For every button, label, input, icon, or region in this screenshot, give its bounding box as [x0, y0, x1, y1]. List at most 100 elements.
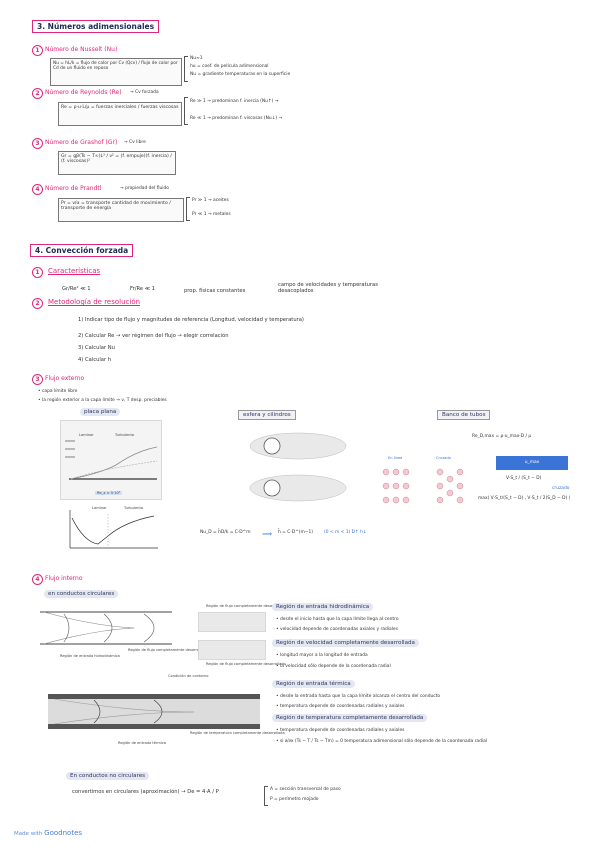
plot-laminar-label: Laminar [92, 506, 107, 510]
pipe-thermal-figure [34, 688, 266, 738]
nusselt-title: Número de Nusselt (Nu) [45, 46, 118, 53]
prandtl-formula: Pr = ν/α = transporte cantidad de movimi… [58, 198, 184, 222]
tdev-note-2: • si ∂/∂x (Ts − T / Ts − Tm) = 0 tempera… [276, 739, 488, 744]
thermal-note-1: • desde la entrada hasta que la capa lím… [276, 694, 441, 699]
cruzado-label: cruzado [552, 486, 570, 491]
reynolds-note-2: Re ≪ 1 → predominan f. viscosas (Nu↓) → [190, 116, 283, 121]
made-with-label: Made with [14, 831, 43, 837]
noncirc-note-2: P = perímetro mojado [270, 797, 319, 802]
tdev-note-1: • temperatura depende de coordenadas rad… [276, 728, 405, 733]
flujo-interno-title: Flujo interno [45, 575, 83, 582]
metodo-step-3: 3) Calcular Nu [78, 345, 115, 351]
nusselt-number-icon: 1 [32, 45, 43, 56]
made-with-goodnotes: Made with Goodnotes [14, 829, 82, 837]
re-dmax-formula: Re_D,max = ρ·u_max·D / μ [472, 434, 532, 439]
flujo-externo-number-icon: 3 [32, 374, 43, 385]
prandtl-arrow: → propiedad del fluido [120, 186, 169, 191]
pipe-hydro-figure [34, 604, 174, 658]
correlation-arrow-icon: ⟹ [262, 530, 273, 538]
nusselt-brace [184, 56, 188, 82]
esfera-cilindro-figure [228, 422, 352, 506]
caracteristica-3: prop. físicas constantes [184, 288, 246, 294]
grashof-formula: Gr = gβ(Ts − T∞)L³ / ν² = (f. empuje)(f.… [58, 151, 176, 175]
caracteristica-4: campo de velocidades y temperaturas desa… [278, 282, 378, 294]
tube-bank-diagram [382, 468, 464, 504]
cylinder-flow-diagram [249, 432, 347, 502]
grashof-arrow: → Cv libre [124, 140, 146, 145]
prandtl-brace [186, 197, 190, 221]
grashof-title: Número de Grashof (Gr) [45, 139, 118, 146]
placa-plana-figure: Laminar Turbulento Re_x ≈ 5·10⁵ [60, 420, 162, 500]
pipe-dev-figure-2 [198, 640, 266, 660]
cruzada-label: Cruzada [436, 456, 451, 460]
noncirc-brace [264, 786, 268, 806]
placa-turbulento-label: Turbulento [115, 433, 135, 437]
pill-hydro-entry: Región de entrada hidrodinámica [272, 603, 374, 611]
h-correlation: h̄ = C·D^(m−1) [278, 530, 313, 535]
prandtl-number-icon: 4 [32, 184, 43, 195]
grashof-number-icon: 3 [32, 138, 43, 149]
reynolds-arrow: → Cv forzada [130, 90, 159, 95]
placa-laminar-label: Laminar [79, 433, 94, 437]
hydro-note-1: • desde el inicio hasta que la capa lími… [276, 617, 399, 622]
fig1-label-2: Región de flujo completamente desarrolla… [128, 648, 208, 652]
unica-label: única [548, 467, 560, 472]
placa-transition-label: Re_x ≈ 5·10⁵ [95, 491, 123, 496]
caracteristicas-title: Características [48, 267, 101, 275]
externo-bullet-1: • capa límite libre [38, 389, 78, 394]
metodo-step-1: 1) Indicar tipo de flujo y magnitudes de… [78, 317, 304, 323]
noncirc-formula: convertimos en circulares (aproximación)… [72, 789, 219, 795]
caracteristica-2: Fr/Re ≪ 1 [130, 286, 156, 292]
prandtl-note-1: Pr ≫ 1 → aceites [192, 198, 229, 203]
metodologia-number-icon: 2 [32, 298, 43, 309]
thermal-note-2: • temperatura depende de coordenadas rad… [276, 704, 405, 709]
nusselt-note-3: Nu = gradiente temperaturas en la superf… [190, 72, 291, 77]
flujo-interno-number-icon: 4 [32, 574, 43, 585]
metodologia-title: Metodología de resolución [48, 298, 141, 306]
umax-staggered-formula: max( V·S_t/(S_t − D) , V·S_t / 2(S_D − D… [478, 496, 571, 501]
dev-note-1: • longitud mayor a la longitud de entrad… [276, 653, 368, 658]
plot-turbulento-label: Turbulento [124, 506, 144, 510]
banco-tubos-label: Banco de tubos [437, 410, 491, 420]
pipe-dev-figure-1 [198, 612, 266, 632]
prandtl-note-2: Pr ≪ 1 → metales [192, 212, 231, 217]
dev-note-2: • la velocidad sólo depende de la coorde… [276, 664, 391, 669]
nu-correlation: Nu_D = h̄D/k = C·D^m [200, 530, 251, 535]
goodnotes-brand: Goodnotes [44, 829, 83, 837]
pill-temp-dev: Región de temperatura completamente desa… [272, 714, 428, 722]
conductos-circulares-label: en conductos circulares [44, 590, 119, 598]
thermal-entry-diagram [48, 694, 260, 729]
fig1-label-1: Región de entrada hidrodinámica [60, 654, 120, 658]
nusselt-note-1: Nu≈1 [190, 56, 203, 61]
reynolds-brace [184, 97, 188, 125]
en-linea-label: En línea [388, 456, 403, 460]
fig3-label-2: Región de entrada térmica [118, 741, 166, 745]
section-4-title: 4. Convección forzada [30, 244, 134, 257]
reynolds-formula: Re = ρ·u·L/μ = fuerzas inerciales / fuer… [58, 102, 182, 126]
pill-thermal-entry: Región de entrada térmica [272, 680, 355, 688]
fig2-label-2: Región de flujo completamente desarrolla… [206, 662, 286, 666]
nusselt-regime-plot [69, 510, 158, 549]
caracteristica-1: Gr/Re² ≪ 1 [62, 286, 91, 292]
nusselt-formula: Nu = hL/k = flujo de calor por Cv (Qcv) … [50, 58, 182, 86]
esfera-cilindros-label: esfera y cilindros [238, 410, 296, 420]
fig3-label-1: Condición de contorno [168, 674, 209, 678]
pipe-velocity-diagram [40, 611, 172, 645]
externo-bullet-2: • la región exterior a la capa límite → … [38, 398, 167, 403]
nusselt-note-2: hu = coef. de película adimensional [190, 64, 269, 69]
hydro-note-2: • velocidad depende de coordenadas axial… [276, 627, 398, 632]
section-3-title: 3. Números adimensionales [32, 20, 160, 33]
boundary-layer-diagram [65, 440, 158, 480]
reynolds-note-1: Re ≫ 1 → predominan f. inercia (Nu↑) → [190, 99, 279, 104]
umax-inline-formula: V·S_t / (S_t − D) [506, 476, 542, 481]
m-range-note: (0 < m < 1) D↑ h↓ [324, 530, 367, 535]
pill-velocity-dev: Región de velocidad completamente desarr… [272, 639, 419, 647]
fig2-label-1: Región de flujo completamente desarrolla… [206, 604, 286, 608]
metodo-step-2: 2) Calcular Re → ver régimen del flujo →… [78, 333, 229, 339]
noncirc-note-1: A = sección transversal de paso [270, 787, 341, 792]
fig3-label-3: Región de temperatura completamente desa… [190, 731, 285, 735]
reynolds-number-icon: 2 [32, 88, 43, 99]
prandtl-title: Número de Prandtl [45, 185, 102, 192]
umax-box: u_max [496, 456, 568, 470]
placa-plana-label: placa plana [80, 408, 121, 416]
